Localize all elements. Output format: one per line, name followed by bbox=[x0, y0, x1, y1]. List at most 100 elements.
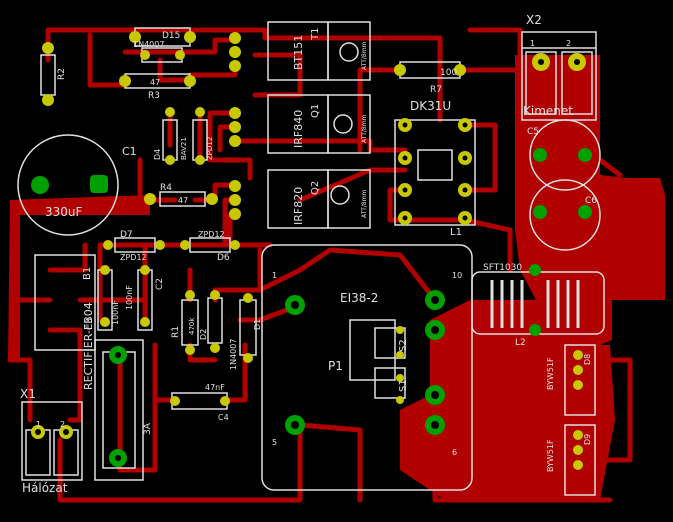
trace-r7-left bbox=[357, 67, 403, 153]
label-s1: S1 bbox=[398, 379, 409, 392]
p1-outline bbox=[349, 319, 396, 381]
label-x2: X2 bbox=[526, 13, 542, 27]
label-d15: D15 bbox=[162, 31, 180, 41]
label-d1: D1 bbox=[253, 319, 262, 330]
c1-outline bbox=[17, 134, 119, 236]
label-q2: Q2 bbox=[310, 181, 321, 195]
silkscreen-labels: X2 1 2 Kimenet D15 1N4007 R2 R3 47 BT151… bbox=[20, 13, 597, 495]
label-r1-val: 470k bbox=[188, 317, 196, 335]
dk31u-outline bbox=[394, 119, 476, 226]
label-r4-val: 47 bbox=[178, 196, 188, 205]
label-fuse: 3A bbox=[143, 422, 153, 435]
label-r1: R1 bbox=[171, 326, 181, 338]
label-c6: C6 bbox=[585, 196, 597, 206]
label-heatsink-1: ATT/8mm bbox=[361, 41, 368, 70]
trace-l1-sft bbox=[462, 217, 513, 273]
label-d8: D8 bbox=[583, 354, 592, 365]
label-pin-10: 10 bbox=[452, 271, 462, 280]
trace-d15 bbox=[122, 37, 238, 55]
x1-outline bbox=[21, 401, 83, 481]
label-zpd12-b: ZPD12 bbox=[120, 253, 147, 262]
trace-primary bbox=[257, 247, 438, 303]
label-r3-val: 47 bbox=[150, 78, 160, 87]
label-d2: D2 bbox=[199, 329, 208, 340]
label-d3-type: 1N4007 bbox=[133, 40, 164, 49]
label-byw51f-b: BYW51F bbox=[546, 439, 555, 472]
d8-outline bbox=[564, 344, 596, 416]
trace-x2 bbox=[467, 27, 523, 58]
label-ei38: EI38-2 bbox=[340, 291, 378, 305]
label-c3: C3 bbox=[85, 318, 95, 330]
trace-dk31u-bottom bbox=[387, 187, 468, 223]
pads bbox=[31, 31, 592, 470]
trace-ei38-pin6 bbox=[432, 427, 613, 503]
label-c3-val: 100nF bbox=[111, 300, 120, 325]
trace-r3 bbox=[87, 32, 128, 88]
trace-d8-d9 bbox=[577, 357, 633, 463]
label-c4-val: 47nF bbox=[205, 383, 225, 392]
r4-outline bbox=[159, 191, 206, 207]
label-halozat: Hálózat bbox=[22, 481, 68, 495]
ei38-outline bbox=[261, 244, 473, 491]
label-r2: R2 bbox=[57, 68, 67, 80]
copper-pour-left bbox=[8, 195, 150, 360]
trace-top-rail bbox=[45, 27, 443, 123]
label-pin-1: 1 bbox=[272, 271, 277, 280]
label-d6: D6 bbox=[217, 253, 230, 263]
label-p1: P1 bbox=[328, 359, 343, 373]
label-b1: B1 bbox=[82, 267, 93, 280]
trace-q1-gate bbox=[207, 110, 253, 181]
label-r7: R7 bbox=[430, 85, 442, 95]
copper-pour-lower-right bbox=[400, 300, 615, 500]
label-c5: C5 bbox=[527, 127, 539, 137]
d9-outline bbox=[564, 424, 596, 496]
label-x1-pin1: 1 bbox=[36, 420, 41, 429]
q2-tab bbox=[327, 169, 371, 229]
label-dk31u: DK31U bbox=[410, 99, 451, 113]
trace-mains-bottom bbox=[57, 422, 303, 503]
trace-fuse-c4 bbox=[117, 397, 158, 473]
trace-mains-left bbox=[7, 357, 33, 423]
label-r7-val: 100 bbox=[440, 68, 457, 78]
t1-tab bbox=[327, 21, 371, 81]
label-r4: R4 bbox=[160, 183, 172, 193]
label-irf840: IRF840 bbox=[292, 110, 305, 148]
s1-outline bbox=[374, 367, 406, 399]
label-heatsink-3: ATT/8mm bbox=[361, 189, 368, 218]
label-c2: C2 bbox=[155, 278, 165, 290]
c6-outline bbox=[529, 179, 601, 251]
label-bt151: BT151 bbox=[292, 35, 305, 70]
q1-tab bbox=[327, 94, 371, 154]
s2-outline bbox=[374, 327, 406, 359]
label-sft1030: SFT1030 bbox=[483, 263, 522, 273]
trace-c4-right bbox=[222, 342, 248, 403]
fuse-outline bbox=[94, 339, 144, 481]
label-byw51f-a: BYW51F bbox=[546, 357, 555, 390]
trace-dk31u-right bbox=[467, 122, 498, 193]
label-rectifier: RECTIFIER-FB04 bbox=[82, 302, 95, 390]
label-s2: S2 bbox=[398, 339, 409, 352]
label-kimenet: Kimenet bbox=[523, 104, 573, 118]
label-x2-pin2: 2 bbox=[566, 39, 571, 48]
label-x1-pin2: 2 bbox=[60, 420, 65, 429]
label-irf820: IRF820 bbox=[292, 187, 305, 225]
trace-c5-right bbox=[597, 157, 623, 178]
label-q1: Q1 bbox=[310, 104, 321, 118]
b1-outline bbox=[34, 254, 96, 351]
trace-bridge-bottom bbox=[47, 327, 83, 423]
sft1030-winding bbox=[490, 280, 580, 328]
label-pin-5: 5 bbox=[272, 438, 277, 447]
label-l2: L2 bbox=[515, 338, 526, 348]
label-c4: C4 bbox=[218, 413, 229, 422]
trace-bridge-top bbox=[47, 242, 88, 273]
trace-d3 bbox=[157, 57, 193, 83]
label-c1-val: 330uF bbox=[45, 205, 83, 219]
label-d4-type: BAV21 bbox=[180, 137, 188, 160]
label-r3: R3 bbox=[148, 91, 160, 101]
label-heatsink-2: ATT/8mm bbox=[361, 114, 368, 143]
label-pin-6: 6 bbox=[452, 448, 457, 457]
label-c1: C1 bbox=[122, 145, 137, 158]
label-d7: D7 bbox=[120, 230, 133, 240]
label-c2-val: 100nF bbox=[125, 285, 134, 310]
